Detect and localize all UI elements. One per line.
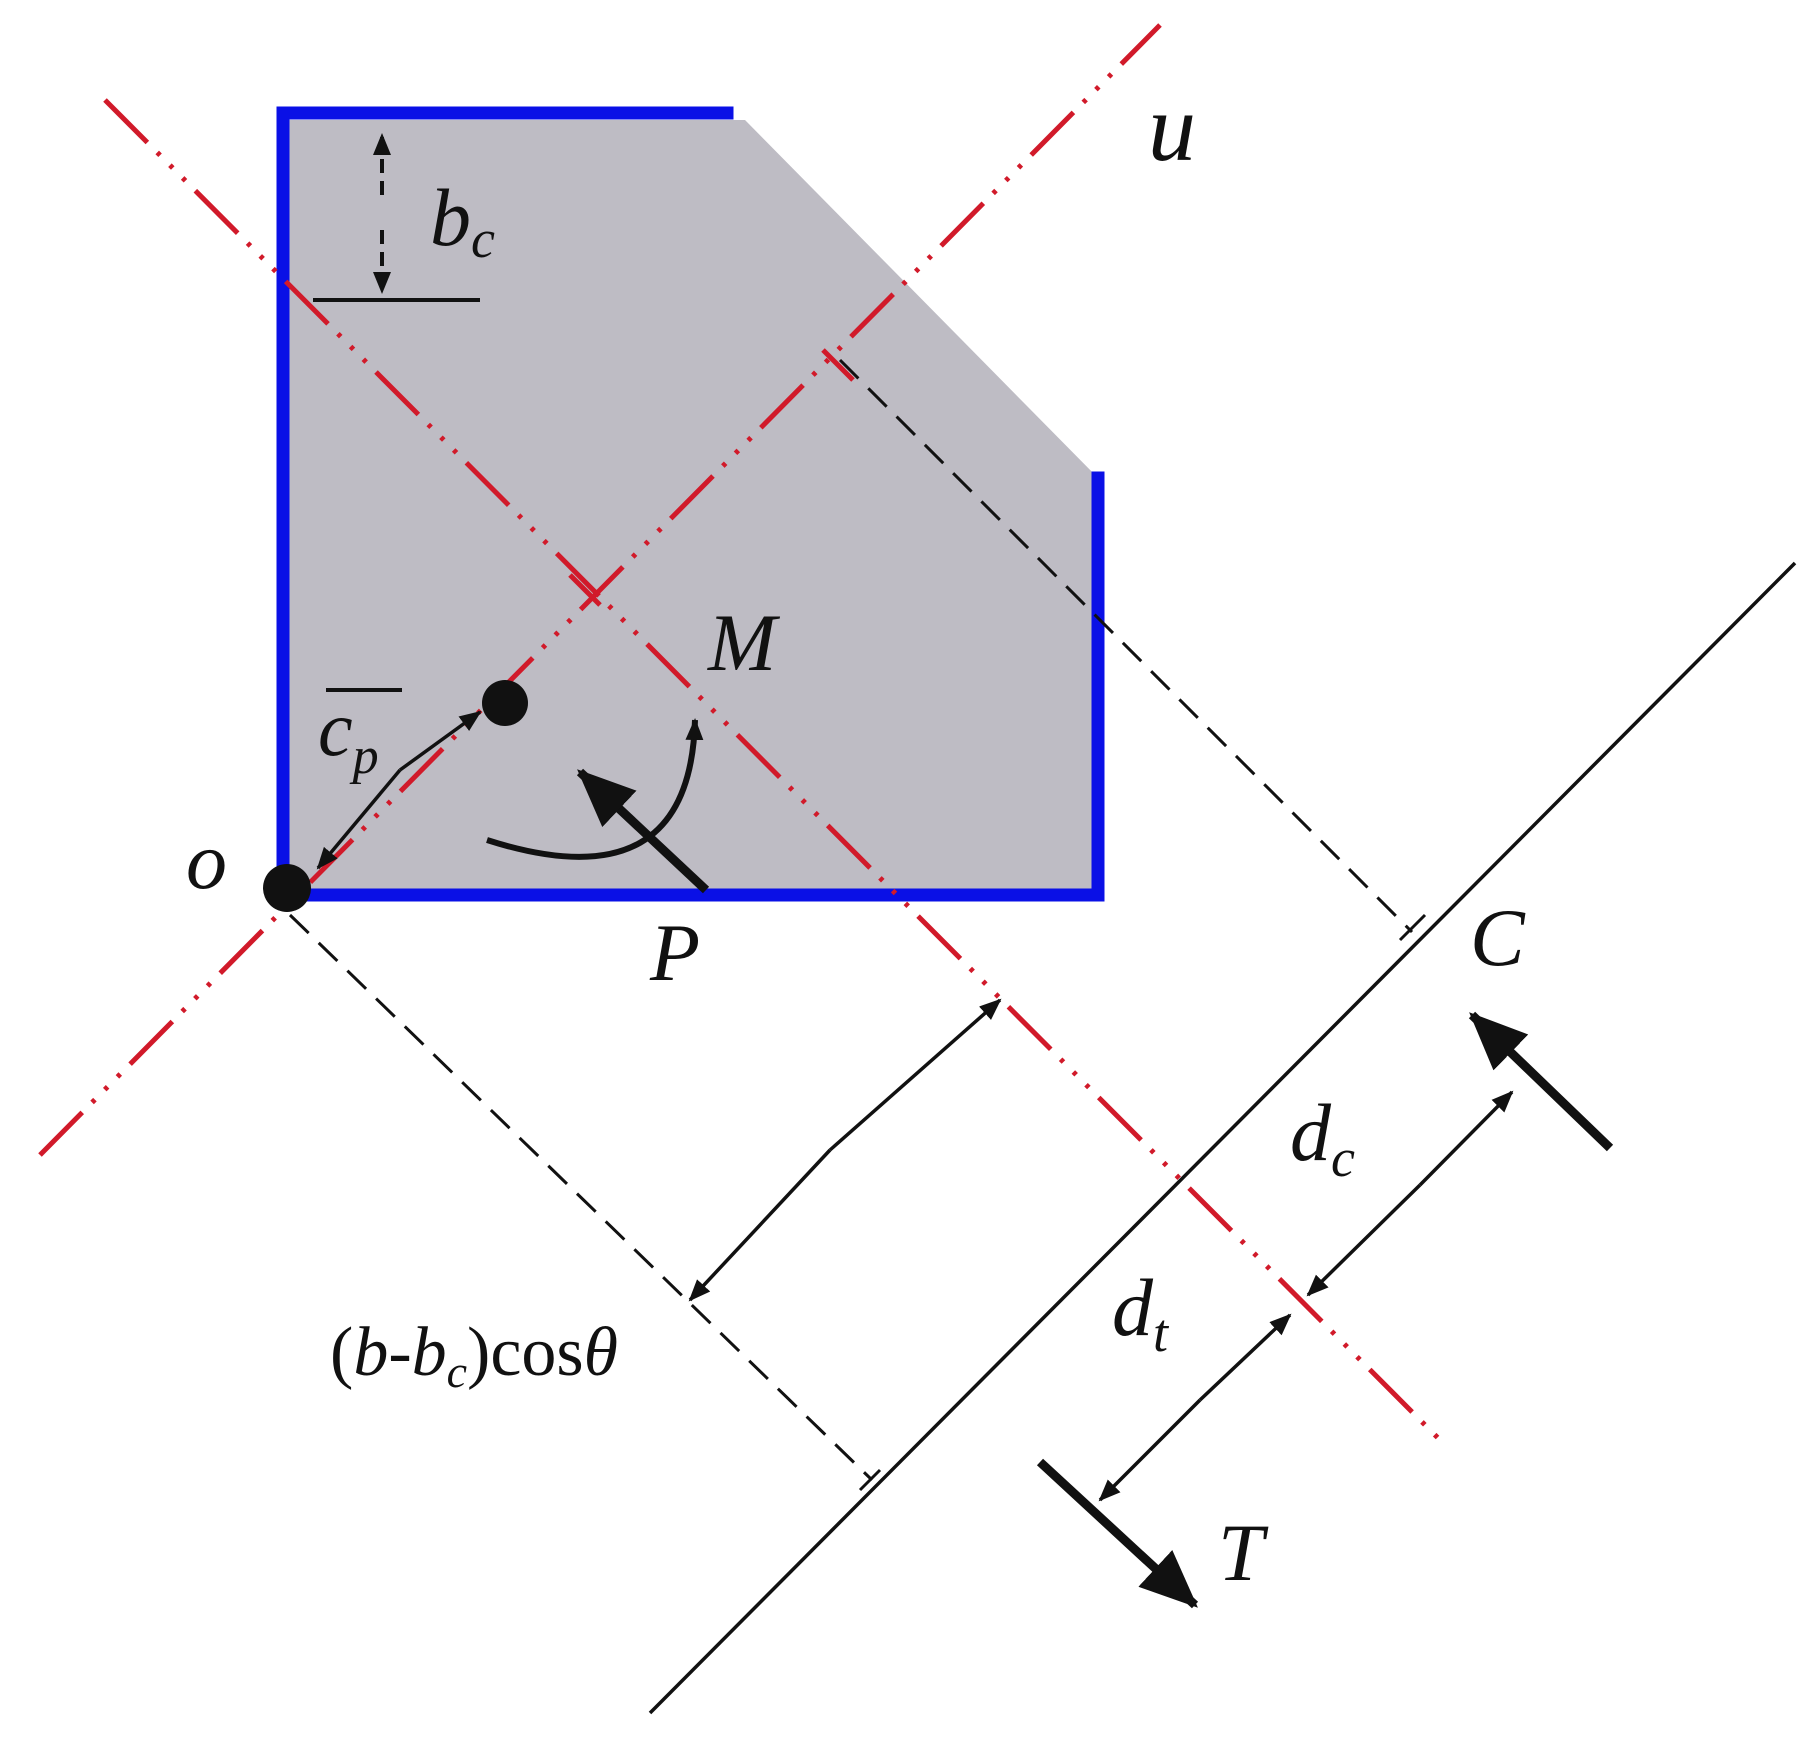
section-area [285, 120, 1100, 893]
depth-dimension-arrow-back [688, 1148, 832, 1302]
label-cp: cp [318, 685, 379, 785]
force-t-arrow [1036, 1458, 1199, 1609]
force-c-arrow [1468, 1011, 1614, 1152]
force-p-arrow [576, 768, 710, 894]
moment-m-arc [486, 718, 704, 860]
projection-lines [288, 358, 1414, 1482]
tick-u-2 [821, 348, 855, 382]
strain-line [648, 561, 1797, 1715]
reinforcement-left-top [276, 106, 734, 902]
label-u: u [1148, 74, 1196, 181]
label-p: P [649, 907, 700, 998]
neutral-axis [103, 98, 1442, 1442]
tick-origin [858, 1468, 882, 1492]
centroid-point [482, 680, 528, 726]
dt-dimension-arrow-back [1098, 1398, 1202, 1502]
depth-dimension-arrow [828, 998, 1002, 1152]
label-t: T [1218, 1507, 1269, 1598]
projection-line-origin [288, 913, 874, 1482]
tick-c [1398, 913, 1427, 942]
label-m: M [707, 597, 781, 688]
cp-dimension-arrow-back [316, 768, 402, 870]
origin-point [263, 864, 311, 912]
axis-u [38, 23, 1162, 1157]
dt-dimension-arrow [1198, 1313, 1292, 1402]
label-depth-formula: (b-bc)cosθ [330, 1314, 618, 1397]
projection-line-corner [838, 358, 1414, 934]
tick-u-1 [568, 573, 602, 607]
label-dc: dc [1290, 1087, 1355, 1188]
axes [38, 23, 1442, 1442]
cp-dimension-arrow [398, 710, 482, 772]
dc-dimension-arrow [1418, 1090, 1514, 1187]
dc-dimension-arrow-back [1306, 1183, 1422, 1297]
label-dt: dt [1112, 1262, 1170, 1363]
label-c: C [1470, 892, 1526, 983]
label-o: o [186, 815, 227, 906]
label-bc: bc [430, 172, 495, 269]
